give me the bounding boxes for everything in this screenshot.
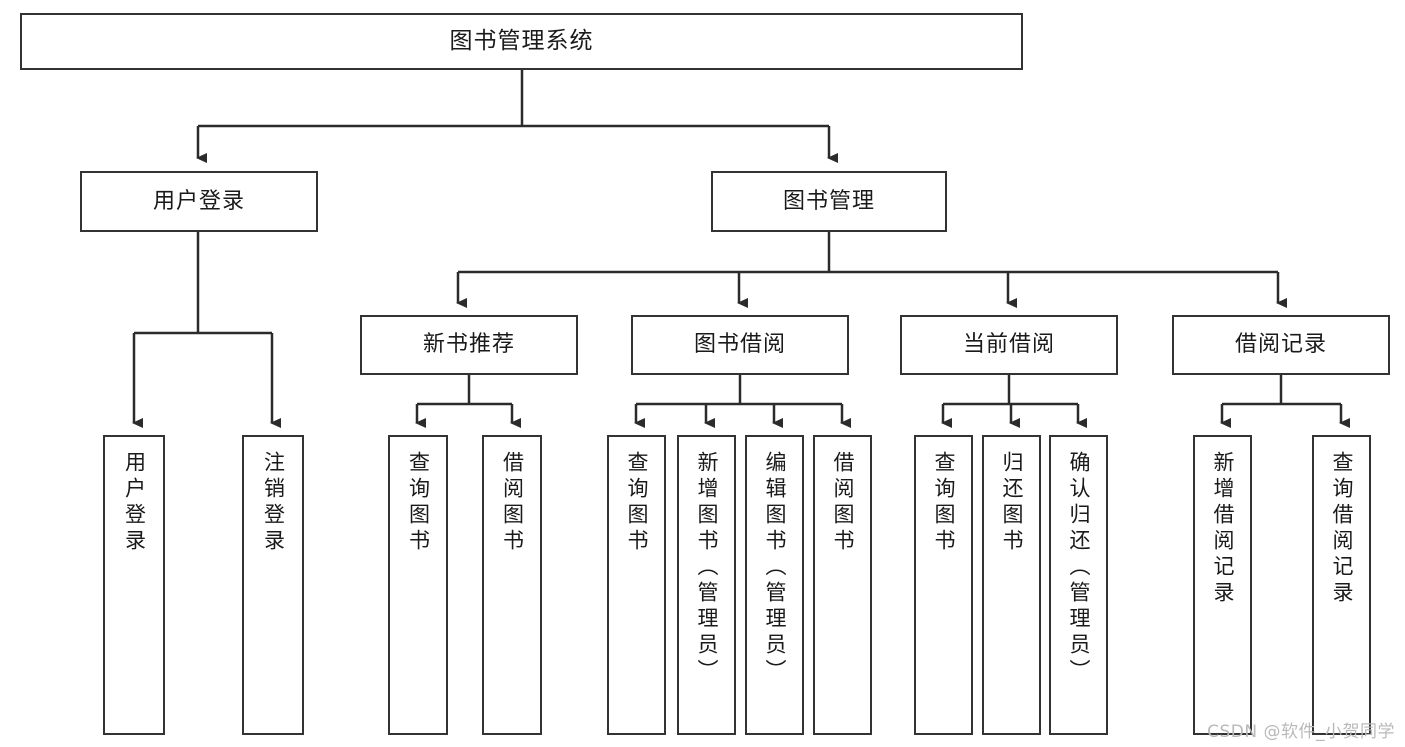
node-leaf-borrow-book-1-label: 借阅图书 (500, 451, 525, 555)
node-leaf-confirm-return-admin-label: 确认归还（管理员） (1067, 451, 1092, 685)
node-book-borrow-label: 图书借阅 (693, 332, 786, 358)
node-leaf-logout-login-label: 注销登录 (261, 451, 286, 555)
node-user-login[interactable]: 用户登录 (80, 171, 318, 232)
node-leaf-query-borrow-record-label: 查询借阅记录 (1330, 451, 1355, 607)
node-book-manage-label: 图书管理 (782, 188, 875, 214)
node-leaf-edit-book-admin-label: 编辑图书（管理员） (763, 451, 788, 685)
node-leaf-add-book-admin[interactable]: 新增图书（管理员） (677, 435, 736, 735)
node-leaf-query-book-1-label: 查询图书 (406, 451, 431, 555)
node-leaf-borrow-book-1[interactable]: 借阅图书 (482, 435, 542, 735)
node-root-label: 图书管理系统 (449, 27, 594, 54)
watermark: CSDN @软件_小贺同学 (1207, 722, 1395, 742)
node-current-borrow[interactable]: 当前借阅 (900, 315, 1118, 375)
node-current-borrow-label: 当前借阅 (962, 332, 1055, 358)
node-leaf-confirm-return-admin[interactable]: 确认归还（管理员） (1049, 435, 1108, 735)
node-new-book-recommend[interactable]: 新书推荐 (360, 315, 578, 375)
node-leaf-add-borrow-record-label: 新增借阅记录 (1211, 451, 1236, 607)
node-new-book-recommend-label: 新书推荐 (422, 332, 515, 358)
node-leaf-edit-book-admin[interactable]: 编辑图书（管理员） (745, 435, 804, 735)
node-user-login-label: 用户登录 (152, 188, 245, 214)
node-book-manage[interactable]: 图书管理 (711, 171, 947, 232)
node-leaf-borrow-book-2-label: 借阅图书 (831, 451, 856, 555)
node-leaf-query-book-3[interactable]: 查询图书 (914, 435, 973, 735)
node-leaf-query-book-2-label: 查询图书 (625, 451, 650, 555)
node-leaf-user-login-label: 用户登录 (122, 451, 147, 555)
node-root[interactable]: 图书管理系统 (20, 13, 1023, 70)
node-leaf-add-book-admin-label: 新增图书（管理员） (695, 451, 720, 685)
node-leaf-query-book-2[interactable]: 查询图书 (607, 435, 666, 735)
node-leaf-return-book[interactable]: 归还图书 (982, 435, 1041, 735)
node-leaf-return-book-label: 归还图书 (1000, 451, 1025, 555)
node-leaf-query-book-1[interactable]: 查询图书 (388, 435, 448, 735)
node-borrow-record-label: 借阅记录 (1234, 332, 1327, 358)
node-borrow-record[interactable]: 借阅记录 (1172, 315, 1390, 375)
node-leaf-add-borrow-record[interactable]: 新增借阅记录 (1193, 435, 1252, 735)
node-leaf-query-borrow-record[interactable]: 查询借阅记录 (1312, 435, 1371, 735)
node-leaf-query-book-3-label: 查询图书 (932, 451, 957, 555)
node-leaf-user-login[interactable]: 用户登录 (103, 435, 165, 735)
node-leaf-logout-login[interactable]: 注销登录 (242, 435, 304, 735)
node-book-borrow[interactable]: 图书借阅 (631, 315, 849, 375)
node-leaf-borrow-book-2[interactable]: 借阅图书 (813, 435, 872, 735)
